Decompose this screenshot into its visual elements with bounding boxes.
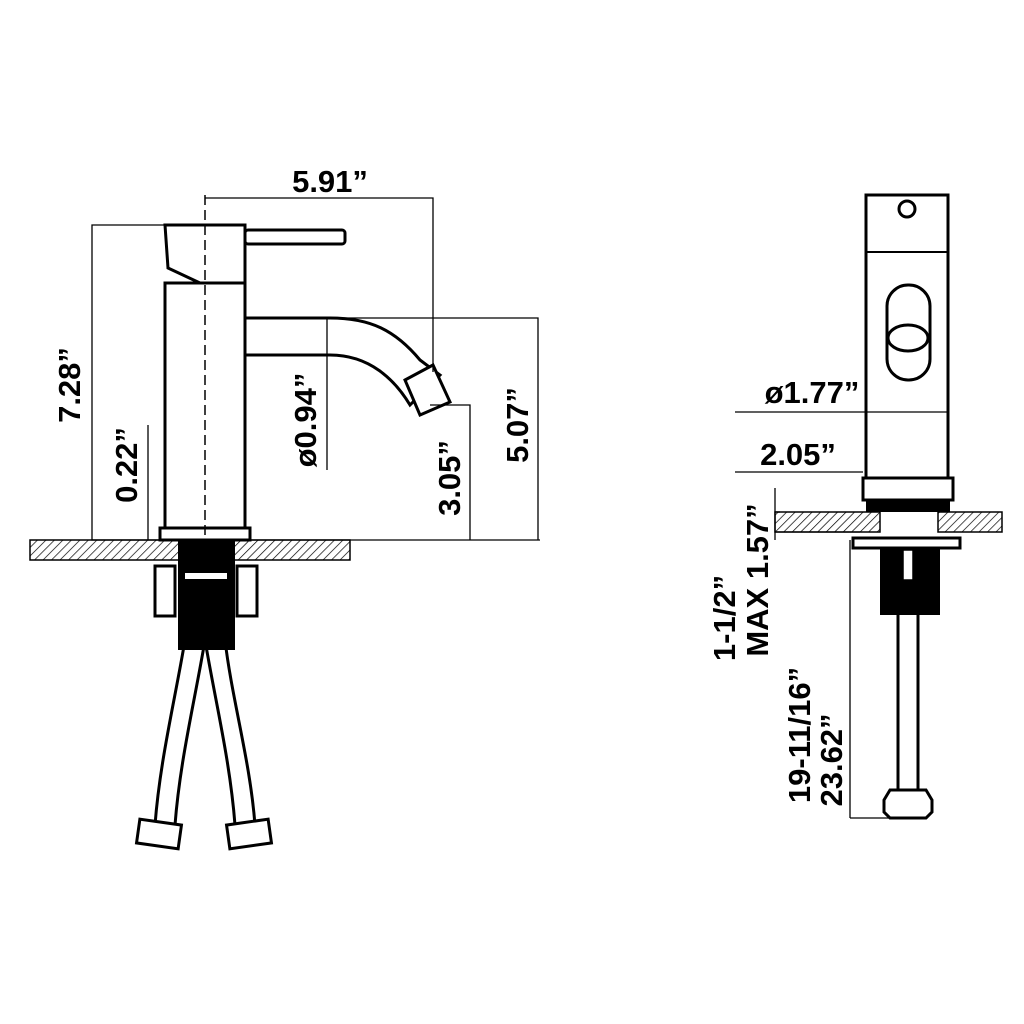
- dim-base-height: 0.22”: [109, 427, 144, 503]
- dim-width-to-spout: 5.91”: [292, 164, 368, 199]
- countertop-right-b: [937, 511, 1003, 533]
- dim-max-deck: MAX 1.57”: [740, 503, 775, 656]
- handle-pivot-icon: [897, 199, 917, 219]
- side-base: [861, 476, 955, 502]
- dim-hose-length-fraction: 19-11/16”: [782, 667, 817, 803]
- dim-body-diameter: ø1.77”: [765, 375, 860, 410]
- handle-lever: [243, 228, 347, 246]
- faucet-cap: [163, 223, 247, 285]
- shank: [178, 540, 235, 650]
- side-washer: [851, 536, 962, 550]
- side-hose-nut: [882, 788, 934, 820]
- dim-spout-clearance: 3.05”: [432, 440, 467, 516]
- dim-base-diameter: 2.05”: [760, 437, 836, 472]
- hoses: [134, 638, 274, 851]
- side-hose: [896, 608, 920, 794]
- countertop-right-a: [774, 511, 881, 533]
- dim-spout-diameter: ø0.94”: [288, 373, 323, 468]
- side-base-shadow: [866, 500, 950, 512]
- side-view: ø1.77” 2.05” 1-1/2” MAX 1.57” 19-11/16” …: [707, 193, 1003, 820]
- mount-nut-left: [153, 564, 177, 618]
- dim-spout-height: 5.07”: [500, 387, 535, 463]
- dim-total-height: 7.28”: [52, 347, 87, 423]
- dim-hose-length-decimal: 23.62”: [814, 713, 849, 806]
- dim-hole-size: 1-1/2”: [707, 575, 742, 661]
- mount-nut-right: [235, 564, 259, 618]
- front-view: 5.91” 7.28” 0.22” ø0.94” 3.05” 5.07”: [29, 164, 540, 851]
- aerator: [403, 362, 453, 417]
